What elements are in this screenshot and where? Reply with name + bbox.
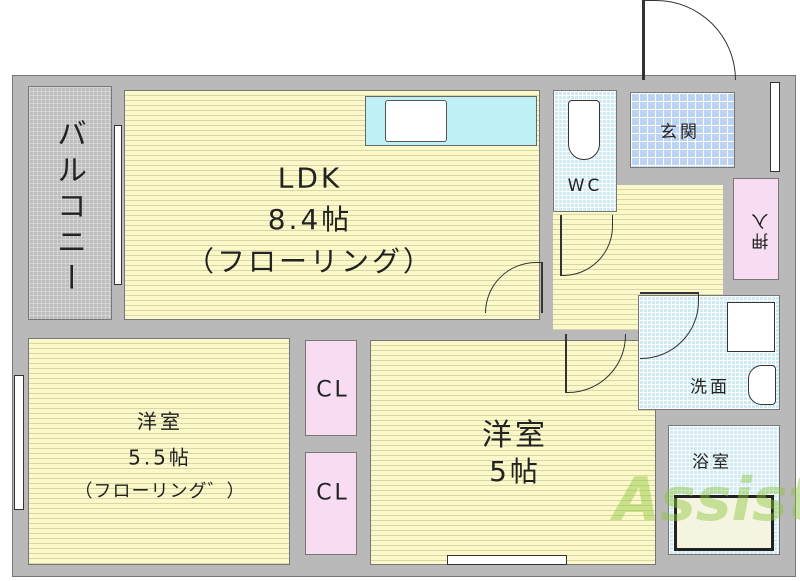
entrance-label: 玄関 [660, 122, 700, 143]
window-balcony[interactable] [114, 125, 122, 285]
window-east[interactable] [770, 82, 780, 172]
western1-floor: （フローリング゛） [74, 481, 246, 502]
bathtub-icon [674, 495, 774, 551]
washing-machine-icon [727, 302, 775, 352]
entrance [630, 92, 735, 168]
closet-2 [305, 452, 357, 555]
storage [733, 178, 779, 280]
western-room-2 [370, 340, 656, 565]
western2-label: 洋室 [482, 418, 548, 453]
balcony-label: バルコニー [51, 118, 86, 298]
closet-1 [305, 340, 357, 436]
western1-label: 洋室 [137, 409, 183, 434]
western1-size: 5.5帖 [128, 445, 192, 470]
washbasin-icon [748, 365, 776, 405]
western-room-1 [28, 338, 290, 565]
wc-label: WC [567, 176, 603, 196]
bath-label: 浴室 [692, 452, 732, 473]
closet2-label: CL [316, 480, 350, 506]
window-south[interactable] [447, 555, 567, 565]
ldk-floor: （フローリング） [185, 245, 435, 278]
ldk-label: LDK [277, 161, 343, 195]
window-west[interactable] [14, 375, 24, 510]
washroom-label: 洗面 [690, 377, 730, 398]
ldk-size: 8.4帖 [267, 203, 353, 236]
front-door[interactable] [642, 0, 736, 80]
storage-label: 押入 [752, 210, 773, 250]
sink-icon [385, 100, 447, 142]
watermark-logo: Assist [613, 465, 800, 535]
balcony [28, 86, 112, 320]
toilet-icon [568, 100, 600, 160]
closet1-label: CL [316, 377, 350, 403]
western2-size: 5帖 [489, 455, 541, 488]
